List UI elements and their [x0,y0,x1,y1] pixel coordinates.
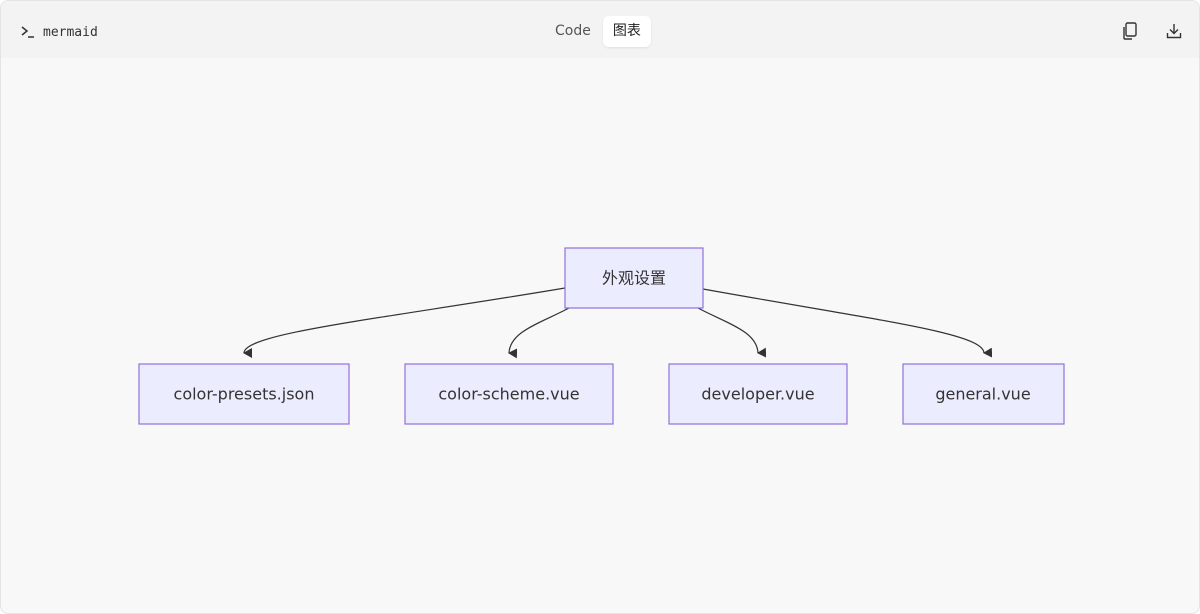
language-name: mermaid [43,24,98,40]
node-root-label: 外观设置 [602,269,666,288]
download-button[interactable] [1163,20,1185,42]
terminal-icon [21,26,34,38]
node-root: 外观设置 [564,247,704,309]
edge-root-to-developer [697,307,767,358]
edge-root-to-general [702,288,993,358]
node-developer-label: developer.vue [701,385,814,404]
node-color-presets: color-presets.json [138,363,350,425]
tab-diagram[interactable]: 图表 [602,16,651,47]
edge-root-to-color-presets [243,287,566,359]
copy-icon [1123,22,1137,40]
node-general-label: general.vue [935,385,1030,404]
download-icon [1166,24,1182,39]
view-tabs: Code 图表 [545,16,651,47]
code-block-toolbar: mermaid Code 图表 [1,1,1199,58]
node-general: general.vue [902,363,1065,425]
node-color-scheme-label: color-scheme.vue [438,385,579,404]
language-label: mermaid [21,23,98,41]
tab-code[interactable]: Code [555,23,591,39]
edge-root-to-color-scheme [508,307,570,359]
node-color-scheme: color-scheme.vue [404,363,614,425]
node-developer: developer.vue [668,363,848,425]
node-color-presets-label: color-presets.json [174,385,315,404]
copy-button[interactable] [1119,20,1141,42]
